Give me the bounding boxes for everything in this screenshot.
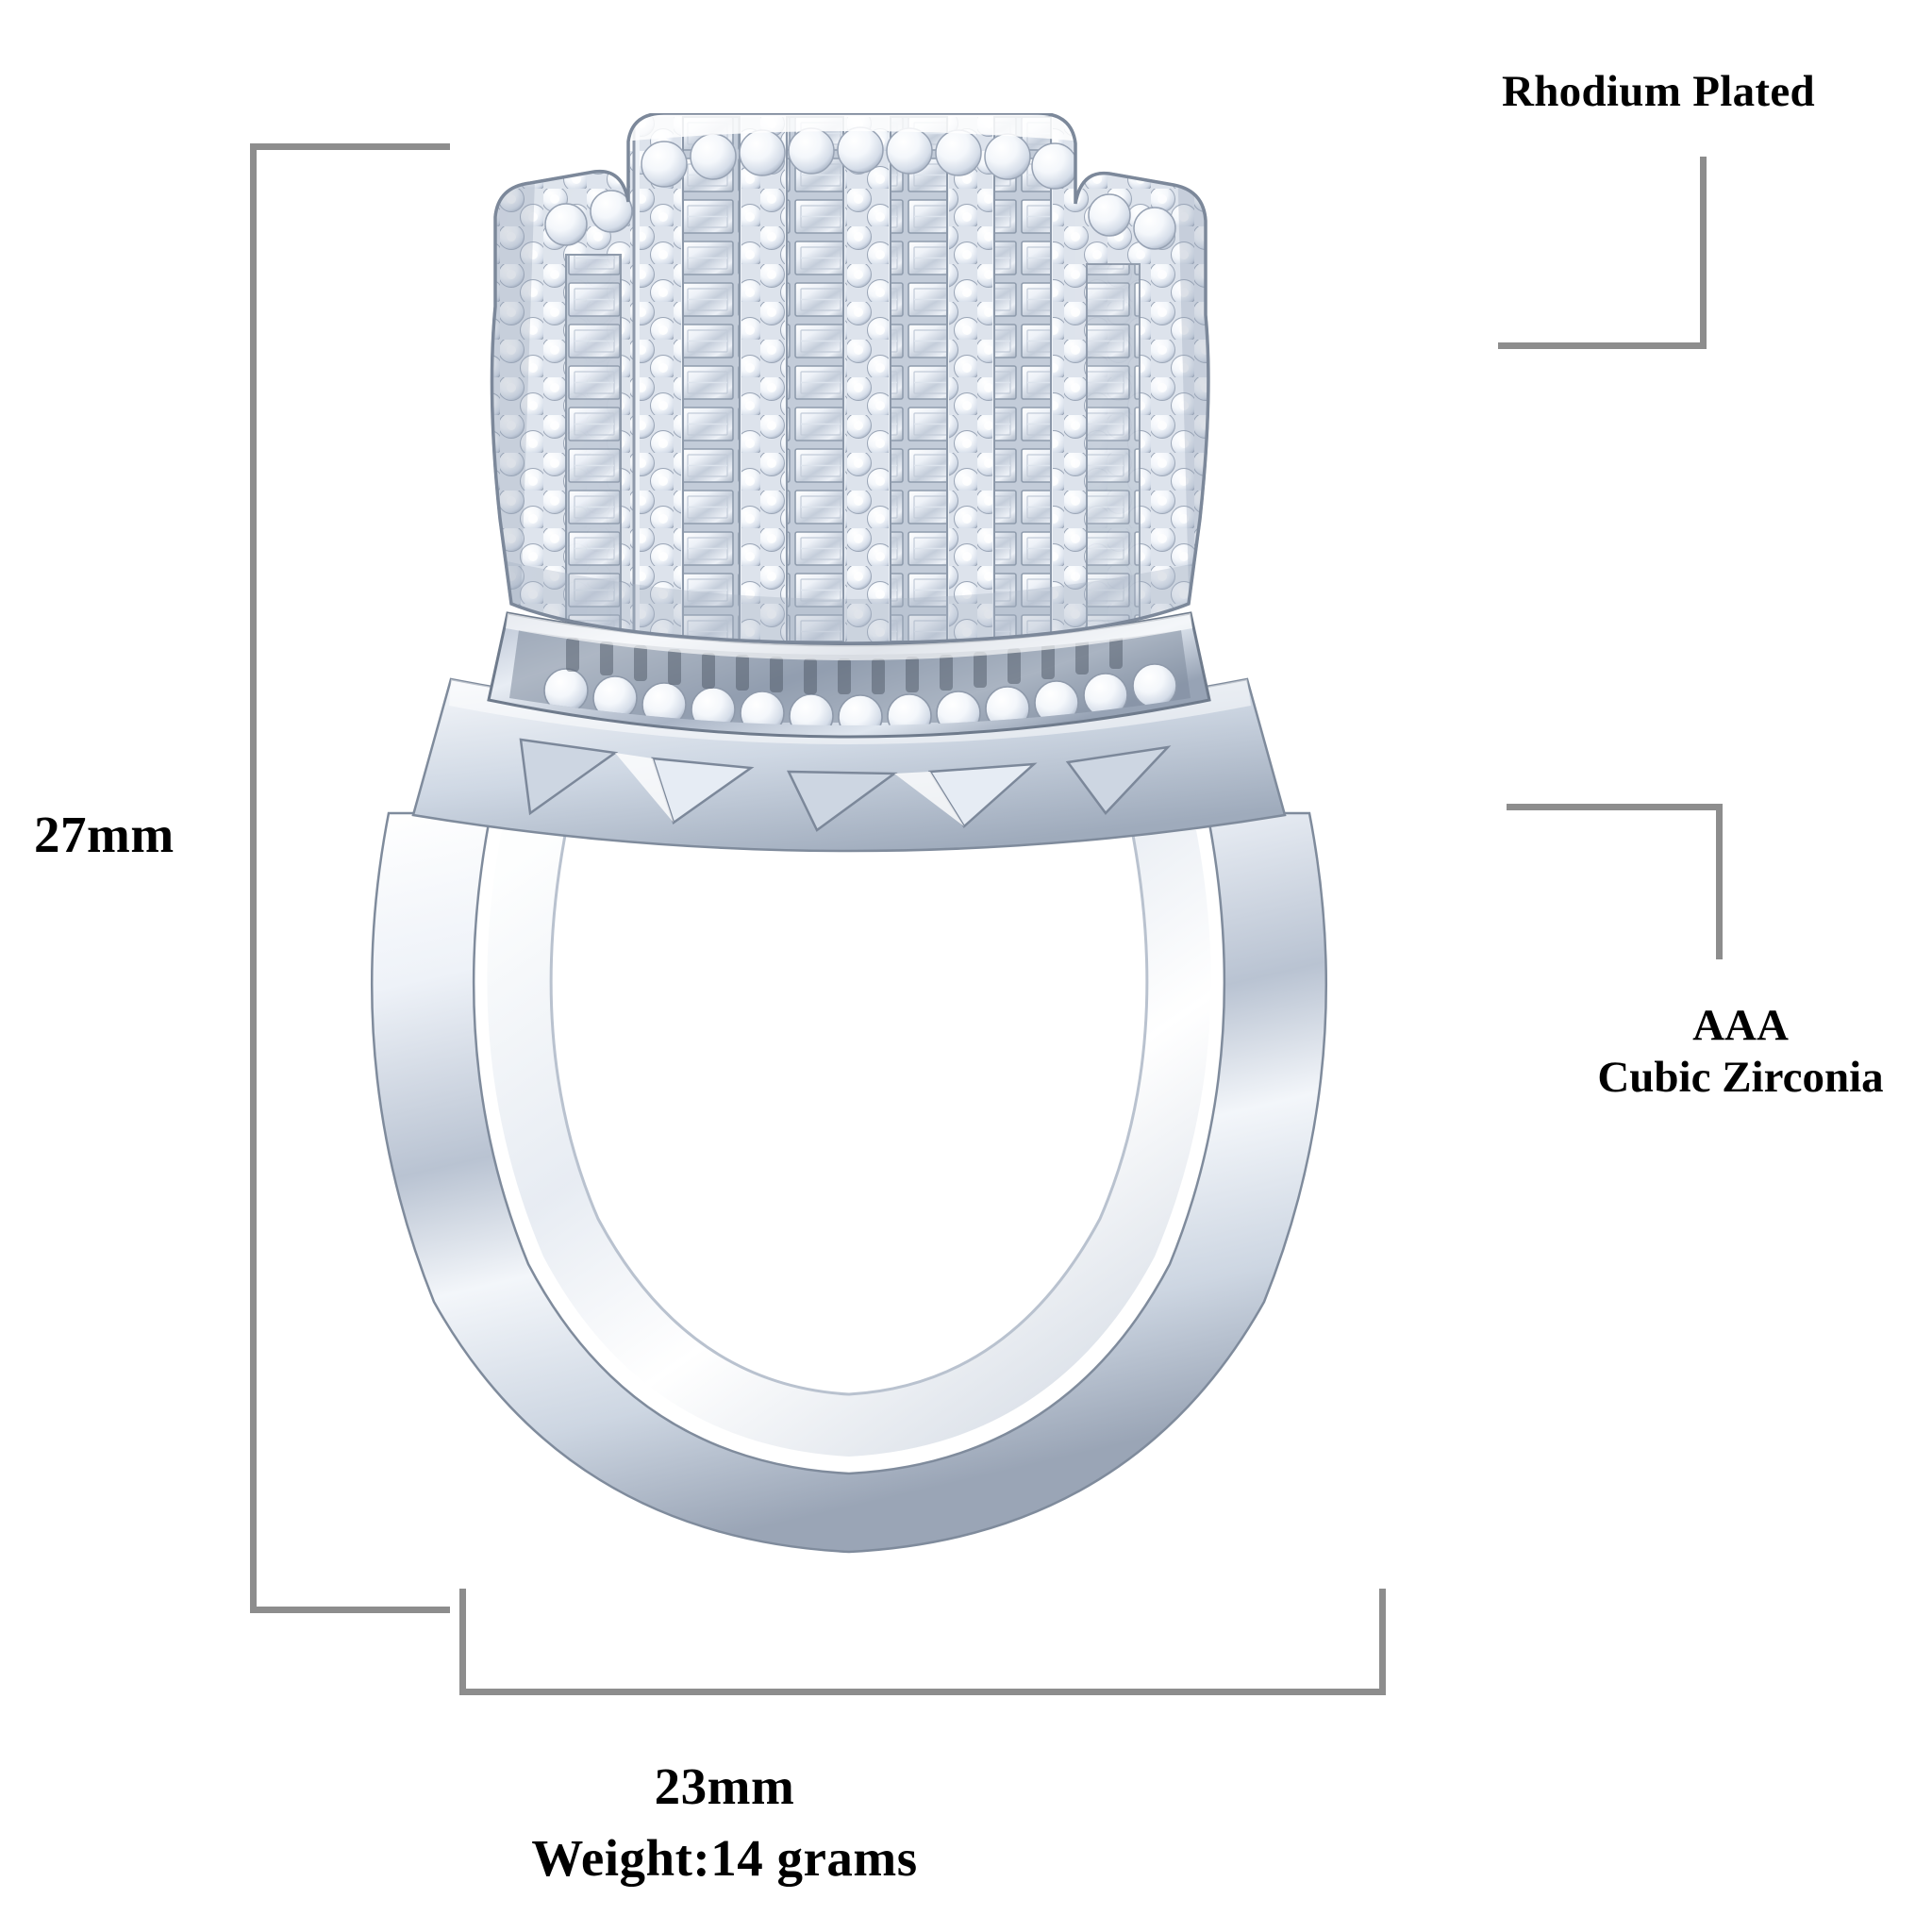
height-dimension-tick-bottom xyxy=(250,1607,450,1613)
accent-band-stones xyxy=(543,663,1177,725)
rhodium-leader-horizontal xyxy=(1498,342,1707,349)
ring-accent-band xyxy=(487,611,1211,739)
width-dimension-label: 23mm xyxy=(654,1757,795,1815)
cubic-zirconia-label-line2: Cubic Zirconia xyxy=(1597,1053,1884,1103)
cubic-zirconia-label: AAA Cubic Zirconia xyxy=(1585,1000,1896,1105)
weight-label: Weight:14 grams xyxy=(531,1829,918,1887)
ring-illustration xyxy=(283,113,1415,1613)
ring-band xyxy=(370,811,1328,1554)
width-dimension-tick-left xyxy=(459,1589,466,1694)
cubic-zirconia-leader-horizontal xyxy=(1507,804,1723,810)
cubic-zirconia-label-line1: AAA xyxy=(1692,1001,1789,1050)
height-dimension-line xyxy=(250,143,257,1613)
height-dimension-tick-top xyxy=(250,143,450,150)
cubic-zirconia-leader-vertical xyxy=(1716,804,1723,959)
width-dimension-line xyxy=(459,1689,1386,1695)
ring-head xyxy=(490,113,1210,645)
rhodium-plated-label: Rhodium Plated xyxy=(1502,67,1815,116)
height-dimension-label: 27mm xyxy=(34,806,175,863)
width-dimension-tick-right xyxy=(1379,1589,1386,1694)
rhodium-leader-vertical xyxy=(1700,157,1707,349)
